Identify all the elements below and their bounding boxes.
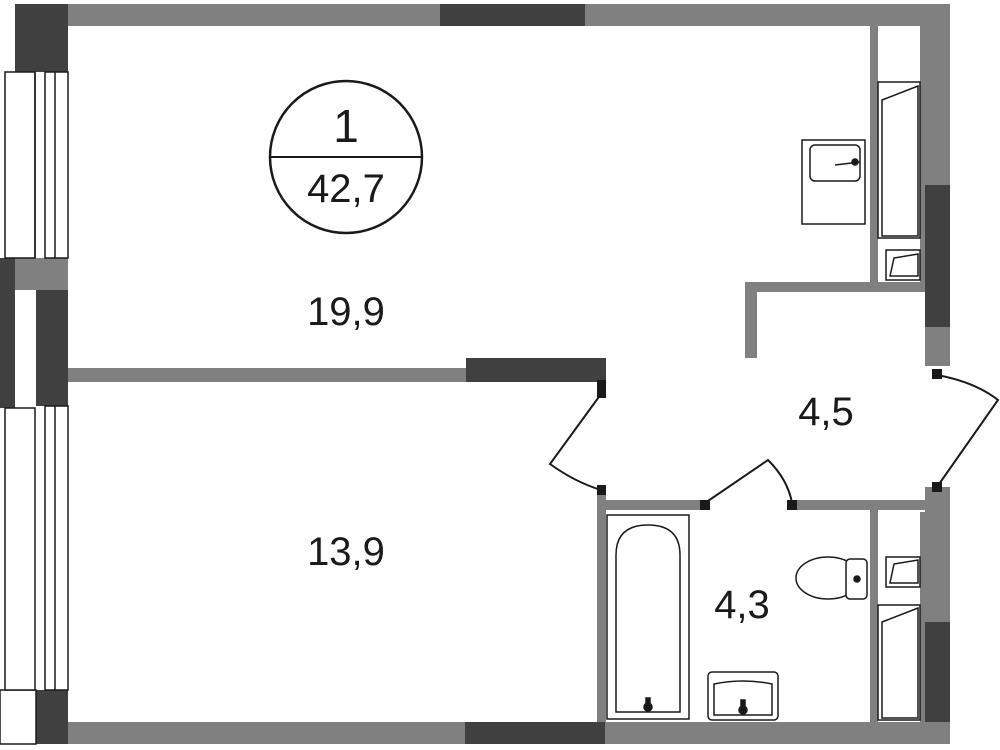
wall-living-bedroom bbox=[68, 368, 468, 382]
wall-bedroom-bathroom bbox=[597, 492, 606, 722]
outer-walls bbox=[0, 4, 950, 745]
interior-walls bbox=[68, 26, 942, 722]
room-area-bedroom: 13,9 bbox=[307, 530, 385, 574]
kitchen-fixtures bbox=[801, 81, 921, 281]
wall-right-upper-dark bbox=[925, 185, 950, 327]
room-count-label: 1 bbox=[333, 100, 359, 152]
wall-hall-kitchen-vertical bbox=[745, 282, 757, 358]
window-lower-outer bbox=[4, 407, 36, 691]
wall-kitchen-niche bbox=[870, 26, 878, 282]
wall-left-bottom-outer bbox=[0, 689, 37, 745]
wall-right-inner-line-upper bbox=[920, 26, 925, 284]
apartment-badge: 1 42,7 bbox=[268, 79, 424, 235]
room-labels: 19,9 13,9 4,5 4,3 bbox=[307, 290, 854, 627]
door-entrance bbox=[936, 374, 1000, 488]
wall-bathroom-top-left bbox=[597, 500, 707, 510]
windows bbox=[4, 71, 69, 691]
wall-left-top bbox=[15, 4, 68, 72]
wall-bath-niche bbox=[870, 510, 878, 722]
wall-bathroom-top-right bbox=[792, 500, 927, 510]
wall-left-mid-dark-outer bbox=[0, 258, 15, 408]
wall-left-bottom bbox=[36, 690, 68, 744]
wall-hall-kitchen-horizontal bbox=[745, 282, 925, 292]
door-bathroom bbox=[704, 458, 793, 504]
wall-right-inner-line-lower bbox=[920, 512, 925, 722]
wall-bottom-dark-segment bbox=[465, 722, 605, 744]
bathroom-fixtures bbox=[606, 514, 921, 721]
door-bedroom bbox=[548, 393, 602, 491]
total-area-label: 42,7 bbox=[307, 167, 385, 211]
window-upper-outer bbox=[4, 71, 36, 259]
room-area-bathroom: 4,3 bbox=[714, 583, 770, 627]
room-area-hall: 4,5 bbox=[798, 390, 854, 434]
wall-top-dark-segment bbox=[440, 4, 585, 26]
room-area-living: 19,9 bbox=[307, 290, 385, 334]
window-lower-inner bbox=[44, 405, 69, 691]
window-upper-inner bbox=[44, 71, 69, 259]
wall-living-bedroom-dark bbox=[466, 358, 606, 382]
wall-left-mid-dark bbox=[36, 290, 68, 406]
wall-right-lower-dark bbox=[925, 622, 950, 722]
doors bbox=[548, 374, 1000, 504]
toilet bbox=[795, 556, 868, 600]
